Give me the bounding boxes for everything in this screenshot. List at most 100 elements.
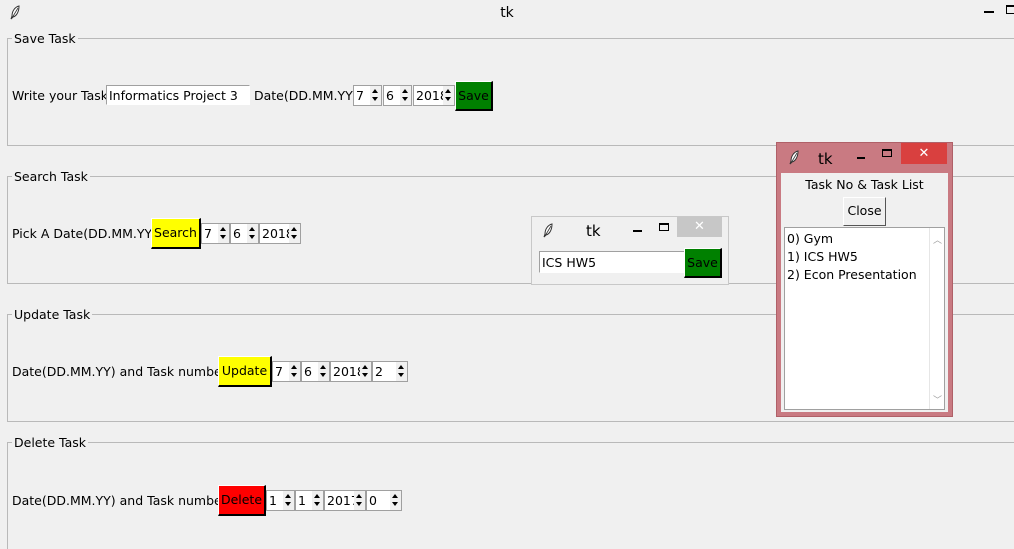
save-day-spinbox[interactable]: 7 — [353, 85, 382, 106]
delete-month-spinbox[interactable]: 1 — [295, 490, 324, 511]
save-month-value: 6 — [386, 88, 394, 103]
search-year-value: 2018 — [262, 226, 294, 241]
spin-up-icon[interactable] — [291, 365, 297, 369]
delete-year-spinbox[interactable]: 2017 — [324, 490, 366, 511]
save-button[interactable]: Save — [455, 81, 493, 111]
search-task-frame — [7, 176, 1014, 284]
list-item[interactable]: 1) ICS HW5 — [787, 249, 858, 264]
update-date-label: Date(DD.MM.YY) and Task number — [12, 364, 227, 379]
minimize-icon[interactable] — [857, 157, 865, 159]
close-icon[interactable]: ✕ — [677, 217, 722, 237]
delete-day-spinbox[interactable]: 1 — [266, 490, 295, 511]
save-month-spinbox[interactable]: 6 — [383, 85, 412, 106]
tk-feather-icon — [543, 223, 553, 238]
spin-up-icon[interactable] — [392, 494, 398, 498]
delete-button[interactable]: Delete — [218, 485, 266, 516]
spin-up-icon[interactable] — [314, 494, 320, 498]
close-button[interactable]: Close — [843, 197, 886, 226]
main-titlebar: tk — [0, 0, 1014, 27]
update-day-spinbox[interactable]: 7 — [272, 361, 301, 382]
spin-down-icon[interactable] — [392, 502, 398, 506]
save-task-frame — [7, 38, 1014, 146]
spin-up-icon[interactable] — [249, 227, 255, 231]
save-day-value: 7 — [356, 88, 364, 103]
edit-popup-window: tk ✕ ICS HW5 Save — [531, 216, 729, 285]
search-month-spinbox[interactable]: 6 — [230, 223, 259, 244]
spin-down-icon[interactable] — [362, 373, 368, 377]
update-task-number-spinbox[interactable]: 2 — [372, 361, 408, 382]
spin-down-icon[interactable] — [356, 502, 362, 506]
spin-up-icon[interactable] — [220, 227, 226, 231]
delete-year-value: 2017 — [327, 493, 359, 508]
spin-up-icon[interactable] — [291, 227, 297, 231]
spin-down-icon[interactable] — [372, 97, 378, 101]
listbox-scrollbar[interactable]: ︿ ﹀ — [929, 228, 944, 409]
maximize-icon[interactable] — [1006, 5, 1014, 14]
scroll-down-icon[interactable]: ﹀ — [933, 396, 943, 406]
delete-button-label: Delete — [220, 492, 263, 507]
spin-up-icon[interactable] — [320, 365, 326, 369]
delete-month-value: 1 — [298, 493, 306, 508]
spin-down-icon[interactable] — [291, 235, 297, 239]
tk-feather-icon — [789, 150, 799, 165]
update-year-value: 2018 — [333, 364, 365, 379]
maximize-icon[interactable] — [659, 223, 669, 231]
update-month-spinbox[interactable]: 6 — [301, 361, 330, 382]
spin-down-icon[interactable] — [445, 97, 451, 101]
save-year-spinbox[interactable]: 2018 — [413, 85, 455, 106]
maximize-icon[interactable] — [882, 149, 892, 157]
task-list-items: 0) Gym 1) ICS HW5 2) Econ Presentation — [787, 230, 917, 284]
spin-down-icon[interactable] — [320, 373, 326, 377]
delete-task-number-spinbox[interactable]: 0 — [366, 490, 402, 511]
spin-up-icon[interactable] — [356, 494, 362, 498]
edit-save-button[interactable]: Save — [684, 248, 722, 278]
delete-task-number-value: 0 — [369, 493, 377, 508]
search-day-value: 7 — [204, 226, 212, 241]
spin-down-icon[interactable] — [314, 502, 320, 506]
spin-down-icon[interactable] — [220, 235, 226, 239]
close-icon[interactable]: ✕ — [901, 143, 947, 164]
spin-down-icon[interactable] — [402, 97, 408, 101]
edit-task-input[interactable]: ICS HW5 — [539, 251, 685, 273]
save-button-label: Save — [458, 88, 489, 103]
spin-up-icon[interactable] — [285, 494, 291, 498]
search-year-spinbox[interactable]: 2018 — [259, 223, 301, 244]
minimize-icon[interactable] — [633, 230, 642, 232]
update-button[interactable]: Update — [218, 356, 272, 387]
save-year-value: 2018 — [416, 88, 448, 103]
list-item[interactable]: 0) Gym — [787, 231, 834, 246]
search-day-spinbox[interactable]: 7 — [201, 223, 230, 244]
task-list-popup-title: tk — [818, 150, 833, 168]
spin-up-icon[interactable] — [445, 89, 451, 93]
update-year-spinbox[interactable]: 2018 — [330, 361, 372, 382]
spin-up-icon[interactable] — [402, 89, 408, 93]
spin-down-icon[interactable] — [285, 502, 291, 506]
task-listbox[interactable]: 0) Gym 1) ICS HW5 2) Econ Presentation ︿… — [784, 227, 945, 410]
spin-down-icon[interactable] — [291, 373, 297, 377]
spin-up-icon[interactable] — [372, 89, 378, 93]
update-month-value: 6 — [304, 364, 312, 379]
spin-down-icon[interactable] — [398, 373, 404, 377]
window-title: tk — [500, 5, 514, 21]
update-task-legend: Update Task — [12, 307, 93, 322]
spin-up-icon[interactable] — [362, 365, 368, 369]
scroll-up-icon[interactable]: ︿ — [933, 236, 943, 246]
delete-date-label: Date(DD.MM.YY) and Task number — [12, 493, 227, 508]
minimize-icon[interactable] — [984, 11, 994, 13]
edit-popup-title: tk — [586, 222, 601, 240]
list-item[interactable]: 2) Econ Presentation — [787, 267, 917, 282]
spin-down-icon[interactable] — [249, 235, 255, 239]
delete-task-legend: Delete Task — [12, 435, 89, 450]
edit-save-button-label: Save — [687, 255, 718, 270]
search-task-legend: Search Task — [12, 169, 90, 184]
save-date-label: Date(DD.MM.YY) — [254, 88, 358, 103]
task-list-body: Task No & Task List Close 0) Gym 1) ICS … — [781, 173, 948, 412]
task-input[interactable]: Informatics Project 3 — [106, 85, 250, 105]
spin-up-icon[interactable] — [398, 365, 404, 369]
edit-popup-titlebar: tk ✕ — [532, 217, 728, 243]
search-button[interactable]: Search — [151, 218, 201, 249]
update-day-value: 7 — [275, 364, 283, 379]
update-button-label: Update — [221, 363, 268, 378]
delete-day-value: 1 — [269, 493, 277, 508]
search-date-label: Pick A Date(DD.MM.YY) — [12, 226, 158, 241]
